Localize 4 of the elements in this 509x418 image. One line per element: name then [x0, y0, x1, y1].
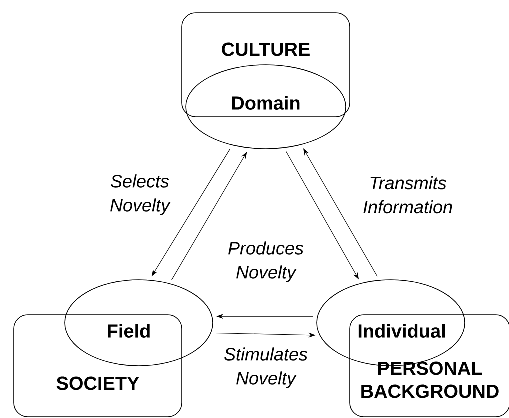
edge-label: Selects Novelty — [110, 174, 171, 216]
edge-label: Produces Novelty — [228, 242, 304, 282]
edge-label: Stimulates Novelty — [224, 348, 308, 388]
edge-label: Transmits Information — [364, 176, 452, 214]
